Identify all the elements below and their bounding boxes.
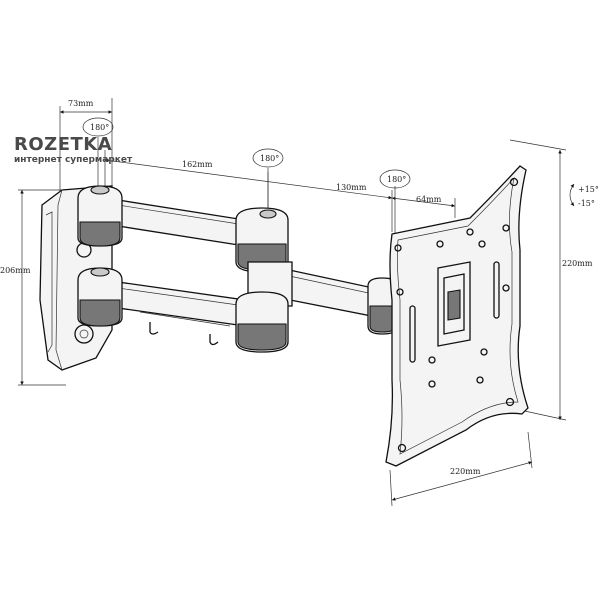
lower-arm: [77, 267, 246, 346]
elbow-rotation-label: 180°: [260, 154, 279, 163]
height-label: 206mm: [0, 266, 31, 275]
tilt-up-label: +15°: [578, 185, 599, 194]
wall-bolt-hole-bottom: [74, 324, 94, 344]
logo-name: ROZETKA: [14, 134, 113, 155]
upper-arm: [77, 185, 246, 247]
lower-joint-bolt: [90, 267, 110, 277]
tilt-down-label: -15°: [578, 199, 595, 208]
wall-joint-bolt: [90, 185, 110, 195]
wall-rotation-label: 180°: [90, 123, 109, 132]
plate-height-label: 220mm: [562, 259, 593, 268]
elbow-joint-lower: [235, 291, 289, 353]
dimension-lines: [18, 98, 575, 507]
dimension-labels: 73mm 206mm 162mm 130mm 64mm 220mm 220mm …: [0, 99, 599, 476]
rotation-markers: [82, 117, 411, 189]
arm-extension-label: 130mm: [336, 183, 367, 192]
logo-subtitle: интернет супермаркет: [14, 155, 133, 165]
rozetka-watermark: ROZETKA интернет супермаркет: [14, 134, 133, 166]
plate-offset-label: 64mm: [416, 195, 442, 204]
plate-width-label: 220mm: [450, 467, 481, 476]
arm-length-label: 162mm: [182, 160, 213, 169]
plate-joint: [367, 277, 399, 335]
plate-rotation-label: 180°: [387, 175, 406, 184]
vesa-plate: [385, 165, 529, 467]
depth-label: 73mm: [68, 99, 94, 108]
